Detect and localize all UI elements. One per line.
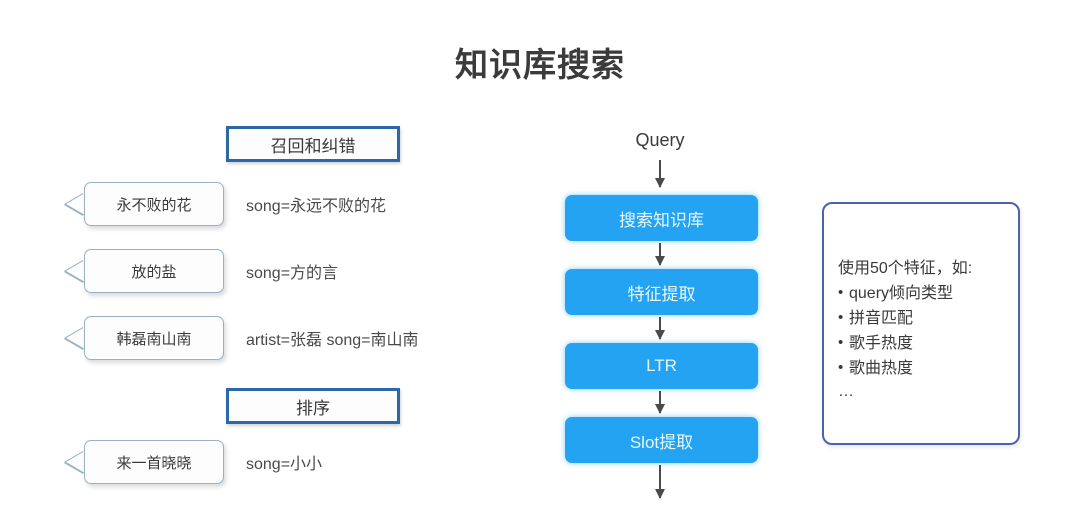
callout-pointer-icon <box>66 451 85 473</box>
page-title: 知识库搜索 <box>455 46 625 83</box>
list-item: 拼音匹配 <box>838 305 1018 331</box>
query-callout: 永不败的花 <box>84 182 224 226</box>
query-callout: 来一首晓晓 <box>84 440 224 484</box>
flow-step-feature-extract: 特征提取 <box>565 269 758 315</box>
query-result-text: song=方的言 <box>246 265 339 282</box>
flow-arrow-step3-to-step4 <box>655 391 665 414</box>
list-item: 歌曲热度 <box>838 355 1018 381</box>
list-item: query倾向类型 <box>838 280 1018 306</box>
query-result-text: artist=张磊 song=南山南 <box>246 332 419 349</box>
flow-input-label: Query <box>635 130 685 150</box>
callout-pointer-icon <box>66 193 85 215</box>
callout-row: 韩磊南山南 artist=张磊 song=南山南 <box>0 316 520 364</box>
callout-row: 放的盐 song=方的言 <box>0 249 520 297</box>
query-callout: 放的盐 <box>84 249 224 293</box>
callout-pointer-icon <box>66 260 85 282</box>
flow-arrow-step1-to-step2 <box>655 243 665 266</box>
query-result-text: song=小小 <box>246 456 323 473</box>
callout-row: 来一首晓晓 song=小小 <box>0 440 520 488</box>
flow-step-ltr: LTR <box>565 343 758 389</box>
feature-panel-title: 使用50个特征，如: <box>838 260 973 277</box>
flow-arrow-step4-to-output <box>655 465 665 499</box>
feature-panel: 使用50个特征，如: query倾向类型 拼音匹配 歌手热度 歌曲热度 … <box>822 202 1020 445</box>
list-item: 歌手热度 <box>838 330 1018 356</box>
feature-list-ellipsis: … <box>838 383 855 400</box>
callout-row: 永不败的花 song=永远不败的花 <box>0 182 520 230</box>
feature-list: query倾向类型 拼音匹配 歌手热度 歌曲热度 <box>838 280 1018 381</box>
section-header-recall: 召回和纠错 <box>226 126 400 162</box>
section-header-rank: 排序 <box>226 388 400 424</box>
query-result-text: song=永远不败的花 <box>246 198 387 215</box>
callout-pointer-icon <box>66 327 85 349</box>
query-callout: 韩磊南山南 <box>84 316 224 360</box>
flow-arrow-query-to-step1 <box>655 160 665 188</box>
flow-step-search-kb: 搜索知识库 <box>565 195 758 241</box>
flow-step-slot-extract: Slot提取 <box>565 417 758 463</box>
flow-arrow-step2-to-step3 <box>655 317 665 340</box>
